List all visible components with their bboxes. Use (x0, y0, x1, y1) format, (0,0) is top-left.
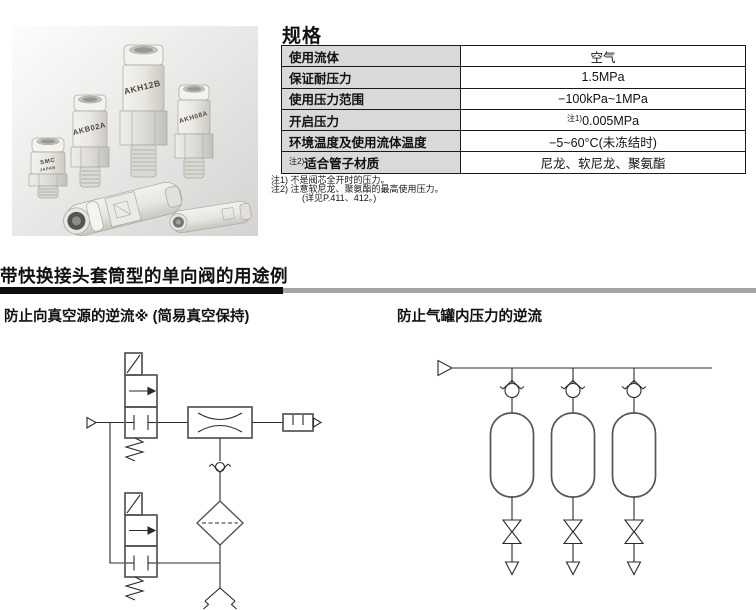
example-title-vacuum: 防止向真空源的逆流※ (简易真空保持) (4, 309, 250, 325)
spec-table: 使用流体 空气 保证耐压力 1.5MPa 使用压力范围 −100kPa~1MPa… (281, 44, 746, 174)
exhaust-triangle (504, 561, 520, 576)
solenoid-valve-lower (124, 492, 158, 601)
shutoff-valve-icon (501, 519, 523, 545)
table-row: 注2)适合管子材质 尼龙、软尼龙、聚氨酯 (281, 151, 746, 174)
fitting-inline-large (63, 182, 183, 236)
spec-value: −100kPa~1MPa (460, 87, 746, 110)
vacuum-ejector (187, 406, 253, 439)
spec-label: 注2)适合管子材质 (281, 151, 461, 174)
tank-branch (550, 368, 596, 576)
note-line: 注2) 注意软尼龙、聚氨酯的最高使用压力。 (271, 183, 444, 194)
spec-title: 规格 (282, 26, 323, 47)
air-supply-triangle (86, 416, 98, 429)
check-valve-icon (208, 461, 232, 474)
solenoid-symbol (126, 494, 141, 514)
exhaust-triangle (626, 561, 642, 576)
vacuum-circuit-diagram (86, 352, 323, 610)
spec-notes: 注1) 不是阀芯全开时的压力。 注2) 注意软尼龙、聚氨酯的最高使用压力。 (详… (271, 176, 444, 202)
spec-label: 环境温度及使用流体温度 (281, 130, 461, 153)
note-line: (详见P.411、412。) (302, 192, 377, 203)
exhaust-triangle (565, 561, 581, 576)
silencer (282, 413, 323, 432)
shutoff-valve-icon (562, 519, 584, 545)
fitting-akh08a: AKH08A (174, 84, 214, 179)
check-valve-icon (621, 379, 647, 399)
spec-label: 开启压力 (281, 108, 461, 132)
filter-icon (195, 500, 245, 546)
underline-gray-bar (283, 288, 756, 293)
table-row: 使用流体 空气 (281, 44, 746, 68)
tank-circuit-diagram (437, 359, 712, 576)
spec-value: −5~60°C(未冻结时) (460, 130, 746, 153)
circuit-diagrams (86, 352, 712, 610)
table-row: 保证耐压力 1.5MPa (281, 66, 746, 89)
table-row: 开启压力 注1)0.005MPa (281, 108, 746, 132)
solenoid-symbol (126, 354, 141, 374)
section-title: 带快换接头套筒型的单向阀的用途例 (0, 266, 288, 286)
air-tank (489, 412, 535, 498)
spring-symbol (124, 437, 145, 462)
spring-symbol (124, 576, 145, 601)
fitting-inline-small (169, 200, 252, 234)
flow-arrow (147, 386, 157, 396)
spec-label: 使用流体 (281, 44, 461, 68)
check-valve-icon (499, 379, 525, 399)
flow-arrow (147, 526, 157, 535)
air-tank (611, 412, 657, 498)
spec-label: 保证耐压力 (281, 66, 461, 89)
tank-branch (489, 368, 535, 576)
fitting-akb02a: AKB02A (70, 94, 110, 188)
shutoff-valve-icon (623, 519, 645, 545)
brand-origin: JAPAN (39, 165, 56, 173)
spec-label: 使用压力范围 (281, 87, 461, 110)
note-line: 注1) 不是阀芯全开时的压力。 (271, 175, 390, 185)
section-underline (0, 287, 756, 294)
air-supply-triangle (437, 359, 454, 377)
product-photo: AKH12B AKB02A (12, 26, 258, 236)
solenoid-valve-upper (124, 352, 158, 462)
fitting-smc-plug: SMC JAPAN (28, 137, 68, 199)
vacuum-pad-icon (203, 587, 237, 610)
underline-black-bar (0, 287, 283, 294)
spec-value: 空气 (460, 44, 746, 68)
tank-branch (611, 368, 657, 576)
spec-value: 注1)0.005MPa (460, 108, 746, 132)
check-valve-icon (560, 379, 586, 399)
example-title-tank: 防止气罐内压力的逆流 (397, 309, 542, 325)
air-tank (550, 412, 596, 498)
table-row: 环境温度及使用流体温度 −5~60°C(未冻结时) (281, 130, 746, 153)
brand-logo: SMC (40, 158, 56, 167)
spec-value: 1.5MPa (460, 66, 746, 89)
table-row: 使用压力范围 −100kPa~1MPa (281, 87, 746, 110)
fitting-akh12b: AKH12B (119, 44, 168, 178)
spec-value: 尼龙、软尼龙、聚氨酯 (460, 151, 746, 174)
